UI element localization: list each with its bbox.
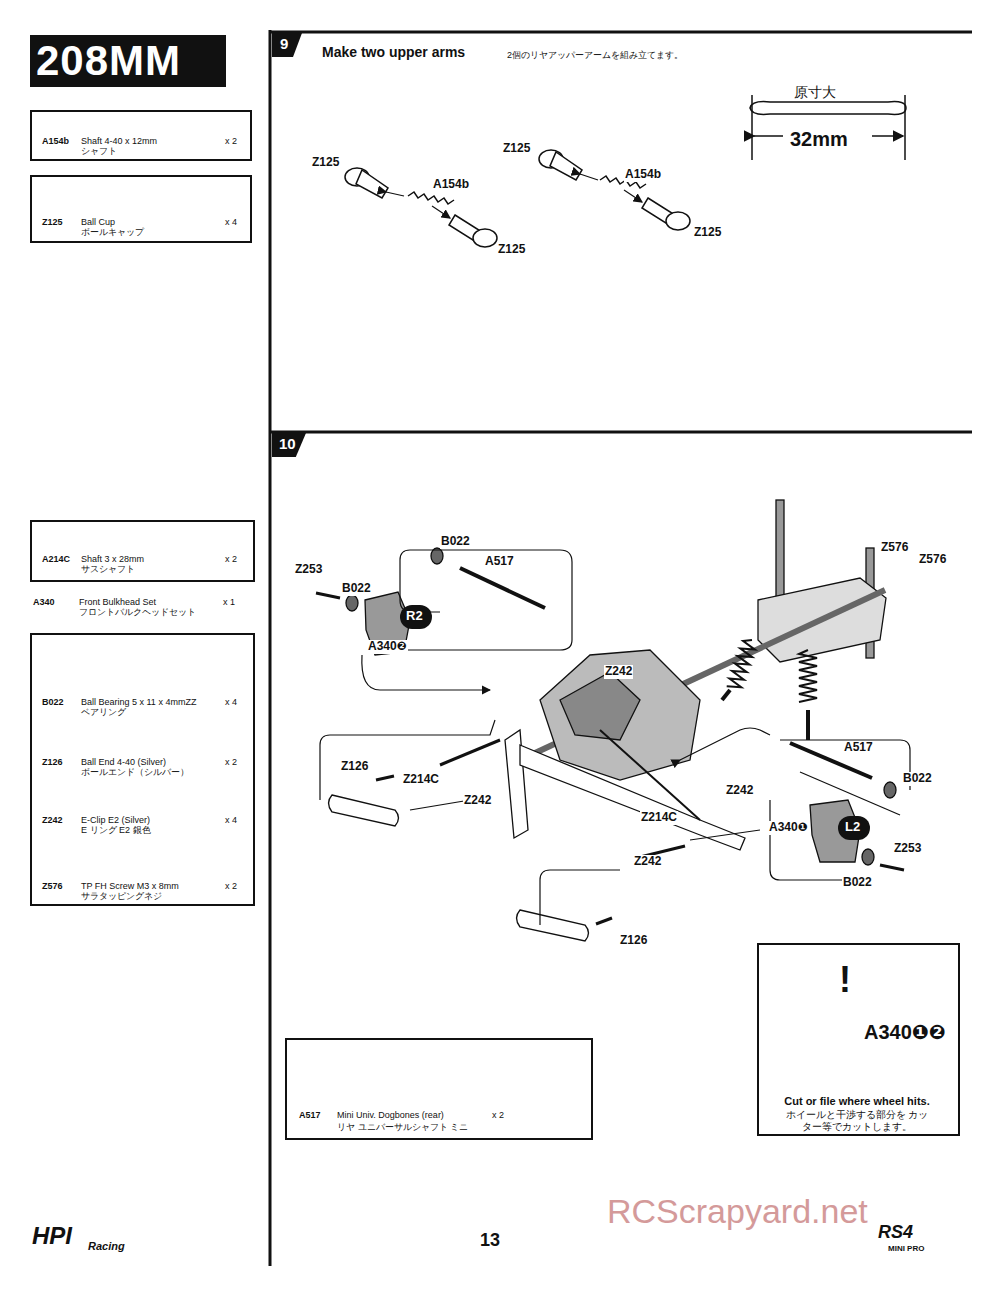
- step-number: 10: [279, 435, 296, 452]
- part-name-ja: リヤ ユニバーサルシャフト ミニ: [337, 1122, 468, 1132]
- part-code: A517: [299, 1110, 321, 1120]
- part-name: Shaft 4-40 x 12mm: [81, 136, 157, 146]
- part-callout: B022: [902, 772, 933, 786]
- parts-box: A214C Shaft 3 x 28mmサスシャフト x 2: [30, 520, 255, 582]
- step-tab: 9: [272, 33, 302, 57]
- quantity: x 2: [225, 136, 237, 146]
- step-heading: Make two upper arms: [322, 44, 465, 60]
- part-name: Ball End 4-40 (Silver): [81, 757, 166, 767]
- part-code: Z125: [42, 217, 63, 227]
- part-code: A214C: [42, 554, 70, 564]
- part-callout: Z214C: [640, 811, 678, 825]
- part-name: Mini Univ. Dogbones (rear): [337, 1110, 444, 1120]
- quantity: x 2: [225, 881, 237, 891]
- watermark: RCScrapyard.net: [607, 1192, 868, 1231]
- part-callout: A517: [484, 555, 515, 569]
- quantity: x 4: [225, 217, 237, 227]
- part-name: Ball Bearing 5 x 11 x 4mmZZ: [81, 697, 196, 707]
- part-code: A340: [33, 597, 55, 607]
- parts-box: Z125 Ball Cupボールキャップ x 4: [30, 175, 252, 243]
- part-callout: B022: [842, 876, 873, 890]
- part-name-ja: サスシャフト: [81, 564, 135, 574]
- part-callout: Z125: [497, 243, 526, 257]
- part-code: Z126: [42, 757, 63, 767]
- part-name-ja: サラタッピングネジ: [81, 891, 162, 901]
- scale-note: 原寸大: [794, 84, 836, 100]
- part-callout: Z242: [725, 784, 754, 798]
- part-callout: A340❷: [367, 640, 408, 654]
- part-name: Front Bulkhead Set: [79, 597, 156, 607]
- part-callout: Z126: [340, 760, 369, 774]
- model-logo: RS4: [878, 1222, 913, 1243]
- callout-text: R2: [406, 609, 423, 624]
- warning-box: ! A340❶❷ Cut or file where wheel hits.ホイール…: [757, 943, 960, 1136]
- quantity: x 1: [223, 597, 235, 607]
- part-callout: A340❶: [768, 821, 809, 835]
- part-callout: Z242: [604, 665, 633, 679]
- part-callout: Z125: [502, 142, 531, 156]
- part-callout: Z242: [463, 794, 492, 808]
- part-code: A154b: [42, 136, 69, 146]
- part-callout: Z253: [893, 842, 922, 856]
- step-tab: 10: [272, 433, 306, 457]
- part-callout: A154b: [432, 178, 470, 192]
- callout-badge: R2: [400, 605, 432, 629]
- part-callout: Z125: [693, 226, 722, 240]
- parts-box: A517 Mini Univ. Dogbones (rear) リヤ ユニバーサルシ…: [285, 1038, 593, 1140]
- warning-mark: !: [839, 959, 851, 1000]
- part-name-ja: ボールエンド（シルバー）: [81, 767, 189, 777]
- part-name-ja: フロントバルクヘッドセット: [79, 607, 196, 617]
- parts-box: B022 Ball Bearing 5 x 11 x 4mmZZベアリング x 4 Z…: [30, 633, 255, 906]
- part-callout: Z242: [633, 855, 662, 869]
- title-box: 208MM: [30, 35, 226, 87]
- model-sub: MINI PRO: [888, 1244, 924, 1253]
- part-code: A340❶❷: [864, 1021, 946, 1044]
- part-name-ja: E リング E2 銀色: [81, 825, 151, 835]
- title-text: 208MM: [36, 37, 181, 85]
- part-callout: Z125: [311, 156, 340, 170]
- part-callout: A154b: [624, 168, 662, 182]
- quantity: x 2: [225, 757, 237, 767]
- warning-text-ja: ホイールと干渉する部分を カッター等でカットします。: [783, 1109, 931, 1132]
- part-code: B022: [42, 697, 64, 707]
- brand-logo: HPI: [32, 1222, 72, 1250]
- quantity: x 2: [492, 1110, 504, 1120]
- callout-text: L2: [845, 820, 860, 835]
- quantity: x 4: [225, 815, 237, 825]
- quantity: x 2: [225, 554, 237, 564]
- step-heading-ja: 2個のリヤアッパーアームを組み立てます。: [507, 50, 683, 60]
- part-name: Shaft 3 x 28mm: [81, 554, 144, 564]
- part-callout: A517: [843, 741, 874, 755]
- part-callout: Z214C: [402, 773, 440, 787]
- part-callout: Z126: [619, 934, 648, 948]
- callout-badge: L2: [838, 816, 870, 840]
- warning-text: Cut or file where wheel hits.: [759, 1095, 955, 1108]
- part-name-ja: シャフト: [81, 146, 117, 156]
- part-callout: Z253: [294, 563, 323, 577]
- dimension: 32mm: [790, 128, 848, 151]
- part-code: Z242: [42, 815, 63, 825]
- part-name: E-Clip E2 (Silver): [81, 815, 150, 825]
- quantity: x 4: [225, 697, 237, 707]
- part-code: Z576: [42, 881, 63, 891]
- parts-box: A154b Shaft 4-40 x 12mmシャフト x 2: [30, 110, 252, 161]
- part-callout: Z576: [918, 553, 947, 567]
- part-name: Ball Cup: [81, 217, 115, 227]
- step-number: 9: [280, 35, 288, 52]
- part-callout: Z576: [880, 541, 909, 555]
- part-callout: B022: [440, 535, 471, 549]
- part-name-ja: ベアリング: [81, 707, 126, 717]
- part-callout: B022: [341, 582, 372, 596]
- brand-sub: Racing: [88, 1240, 125, 1253]
- part-name-ja: ボールキャップ: [81, 227, 144, 237]
- page-number: 13: [480, 1230, 500, 1251]
- part-name: TP FH Screw M3 x 8mm: [81, 881, 179, 891]
